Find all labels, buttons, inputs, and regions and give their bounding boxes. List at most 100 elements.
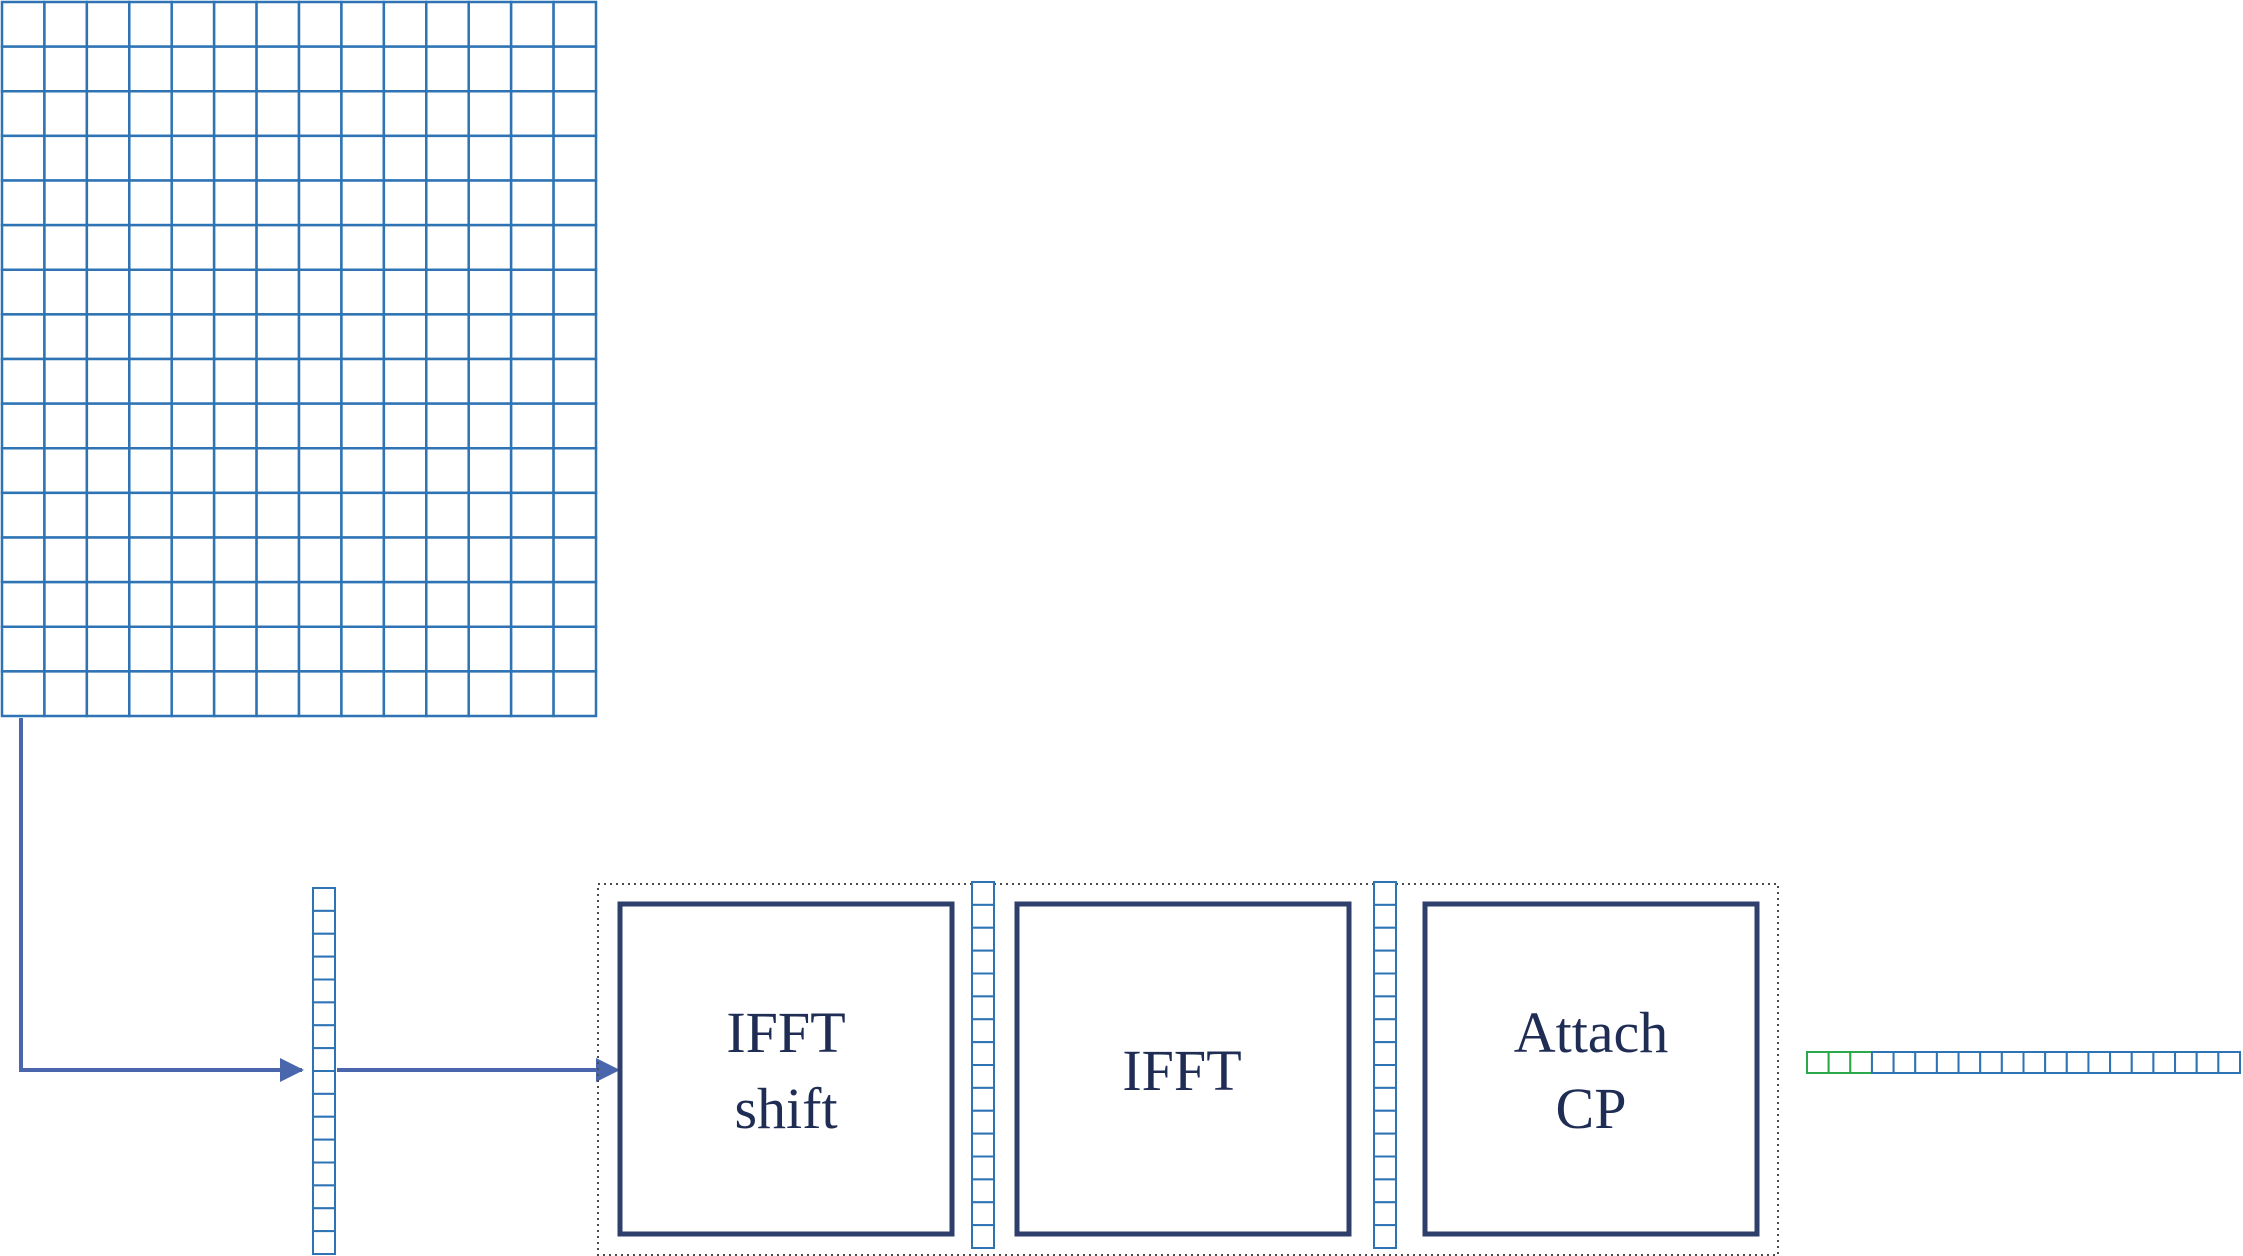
grid-cell	[85, 357, 131, 405]
grid-cell	[425, 179, 470, 227]
grid-cell	[425, 313, 470, 361]
grid-cell	[552, 402, 598, 450]
grid-cell	[382, 402, 428, 450]
grid-cell	[212, 670, 258, 718]
vector-cell	[1373, 949, 1397, 975]
grid-cell	[212, 580, 258, 628]
grid-cell	[297, 223, 343, 271]
grid-cell	[255, 134, 301, 182]
grid-cell	[382, 536, 428, 584]
grid-cell	[382, 447, 428, 495]
vector-cell	[971, 1041, 995, 1066]
grid-cell	[382, 179, 428, 227]
grid-cell	[509, 670, 555, 718]
grid-cell	[509, 536, 555, 584]
attach-cp-label-line2: CP	[1556, 1076, 1627, 1141]
grid-cell	[382, 357, 428, 405]
grid-cell	[340, 268, 386, 316]
grid-cell	[340, 491, 386, 539]
grid-cell	[85, 402, 131, 450]
vector-cell	[1373, 1224, 1397, 1249]
ifft-shift-label-line2: shift	[734, 1076, 837, 1141]
grid-cell	[509, 268, 555, 316]
grid-cell	[170, 670, 216, 718]
grid-cell	[0, 0, 46, 48]
grid-cell	[170, 447, 216, 495]
grid-cell	[170, 90, 216, 138]
grid-cell	[85, 223, 131, 271]
grid-cell	[255, 580, 301, 628]
grid-cell	[170, 313, 216, 361]
grid-cell	[85, 179, 131, 227]
grid-cell	[0, 491, 46, 539]
grid-cell	[340, 670, 386, 718]
grid-cell	[43, 45, 89, 93]
vector-cell	[312, 1024, 336, 1050]
grid-cell	[297, 491, 343, 539]
grid-cell	[85, 134, 131, 182]
grid-cell	[297, 670, 343, 718]
grid-cell	[425, 491, 470, 539]
grid-cell	[340, 447, 386, 495]
grid-to-vector-arrowhead	[280, 1058, 304, 1082]
grid-cell	[297, 313, 343, 361]
vector-cell	[312, 955, 336, 981]
grid-cell	[382, 0, 428, 48]
grid-cell	[509, 402, 555, 450]
grid-cell	[128, 0, 173, 48]
vector-cell	[971, 1086, 995, 1112]
output-cell	[2022, 1051, 2047, 1074]
grid-cell	[128, 313, 173, 361]
grid-cell	[509, 0, 555, 48]
grid-cell	[467, 313, 513, 361]
grid-cell	[552, 0, 598, 48]
grid-cell	[212, 45, 258, 93]
grid-cell	[467, 134, 513, 182]
grid-cell	[382, 625, 428, 673]
grid-cell	[425, 447, 470, 495]
grid-cell	[170, 179, 216, 227]
grid-cell	[0, 536, 46, 584]
vector-cell	[971, 903, 995, 929]
vector-cell	[971, 949, 995, 975]
grid-cell	[255, 447, 301, 495]
grid-cell	[509, 580, 555, 628]
ifft-shift-block: IFFT shift	[617, 901, 955, 1237]
grid-cell	[43, 491, 89, 539]
grid-cell	[170, 402, 216, 450]
vector-cell	[312, 1001, 336, 1027]
output-cell	[2044, 1051, 2068, 1074]
grid-cell	[509, 134, 555, 182]
vector-cell	[971, 972, 995, 998]
grid-cell	[467, 268, 513, 316]
grid-cell	[212, 90, 258, 138]
grid-cell	[340, 223, 386, 271]
grid-cell	[425, 223, 470, 271]
grid-cell	[467, 357, 513, 405]
vector-cell	[971, 1018, 995, 1044]
grid-cell	[552, 491, 598, 539]
grid-cell	[552, 447, 598, 495]
grid-cell	[509, 90, 555, 138]
grid-cell	[0, 223, 46, 271]
grid-cell	[43, 402, 89, 450]
grid-cell	[255, 670, 301, 718]
grid-cell	[128, 447, 173, 495]
grid-cell	[467, 0, 513, 48]
grid-cell	[382, 223, 428, 271]
grid-cell	[382, 580, 428, 628]
grid-cell	[128, 402, 173, 450]
output-cell	[1957, 1051, 1982, 1074]
grid-cell	[255, 625, 301, 673]
vector-cell	[971, 926, 995, 952]
grid-cell	[212, 134, 258, 182]
grid-cell	[212, 179, 258, 227]
grid-cell	[297, 0, 343, 48]
vector-cell	[312, 1161, 336, 1187]
grid-cell	[128, 491, 173, 539]
grid-cell	[425, 402, 470, 450]
grid-cell	[255, 402, 301, 450]
grid-cell	[0, 90, 46, 138]
grid-cell	[255, 268, 301, 316]
vector-cell	[312, 1138, 336, 1164]
